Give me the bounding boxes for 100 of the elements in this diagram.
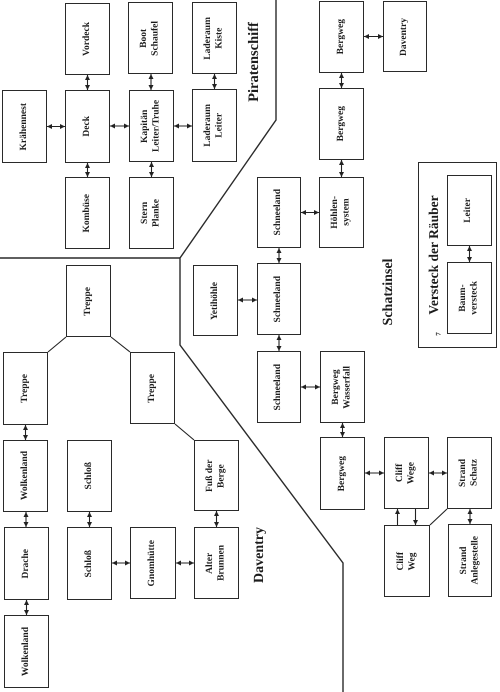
location-name: Drache [20,548,32,578]
connector-arrow [24,512,28,527]
location-name: Cliff Wege [395,462,418,484]
location-box [320,351,365,423]
location-box [65,90,110,163]
region-label: Daventry [253,527,267,583]
location-name: Laderaum Kiste [203,16,226,60]
location-box [67,440,112,512]
location-name: Bergweg [336,19,347,55]
connector-line [430,508,448,526]
location-name: Deck [82,116,93,137]
location-box [4,615,49,688]
location-name: Baum- versteck [458,280,480,314]
location-box [130,527,176,599]
location-name: Vordeck [82,22,93,56]
location-name: Treppe [146,374,158,402]
connector-arrow [24,600,29,615]
region-label: Schatzinsel [382,258,396,326]
location-name: Schneeland [273,276,284,322]
connector-arrow [301,210,319,215]
location-box [257,263,301,335]
location-name: Strand Schatz [458,459,480,487]
location-box [130,352,175,424]
location-name: Bergweg [336,106,347,142]
location-name: Fuß der Berge [205,458,228,494]
location-name: Schloß [84,550,95,578]
location-name: Laderaum Leiter [203,104,226,147]
connector-line [174,424,194,440]
location-name: Wolkenland [20,626,32,676]
connector-arrow [395,509,400,525]
connector-arrow [47,124,65,129]
connector-arrow [413,509,418,525]
connector-arrow [238,298,257,302]
area-title: Versteck der Räuber [427,195,442,315]
connector-arrow [85,163,90,177]
location-box [193,265,238,336]
location-box [383,1,427,72]
location-box [320,437,365,510]
connector-arrow [176,560,194,566]
connector-line [110,336,130,352]
connector-arrow [23,425,28,440]
connector-arrow [110,124,129,128]
connector-arrow [339,160,344,177]
location-box [448,524,492,597]
connector-line [48,336,66,352]
location-box [65,177,110,249]
connector-arrow [467,246,472,262]
location-box [192,89,237,162]
location-box [447,437,492,509]
hideout-frame [418,162,497,348]
region-label: Piratenschiff [246,22,262,102]
connector-arrow [340,423,345,437]
location-box [3,440,48,512]
connector-arrow [364,34,383,39]
location-box [194,440,239,511]
location-box [65,3,110,75]
connector-arrow [112,560,130,566]
location-name: Bergweg Wasserfall [331,366,354,408]
location-box [257,351,301,423]
location-name: Höhlen- system [330,196,352,229]
location-box [2,90,47,163]
location-name: Leiter [463,198,474,222]
location-box [384,525,430,597]
location-box [129,90,174,162]
location-name: Treppe [82,286,94,316]
connector-arrow [468,509,472,524]
location-box [4,527,49,600]
location-name: Alter Brunnen [205,545,228,581]
location-name: Schneeland [273,189,284,236]
location-name: Wolkenland [20,451,31,501]
location-box [446,174,492,246]
connector-arrow [212,74,217,89]
location-box [319,88,364,160]
location-name: Schloß [84,462,95,490]
location-name: Gnomhütte [147,540,158,586]
location-name: Strand Anlegestelle [458,536,481,585]
location-box [192,2,237,74]
connector-arrow [214,511,219,527]
connector-arrow [365,470,384,476]
location-box [194,527,239,599]
connector-arrow [85,75,90,90]
connector-arrow [429,470,447,476]
connector-arrow [276,335,282,351]
location-name: Stern Planke [140,199,162,227]
connector-arrow [149,162,154,177]
connector-arrow [339,73,344,88]
location-name: Daventry [399,18,410,56]
location-name: Treppe [20,374,31,403]
location-box [128,2,173,74]
connector-arrow [87,512,92,527]
connector-arrow [148,74,154,90]
location-name: Bergweg [336,456,348,492]
location-name: Krähennest [18,102,30,150]
connector-arrow [174,124,192,128]
location-name: Schneeland [273,364,284,410]
connector-arrow [301,384,320,390]
location-box [67,527,112,600]
location-box [319,1,364,73]
location-box [66,265,111,337]
location-name: Kapitän Leiter/Truhe [140,98,162,154]
